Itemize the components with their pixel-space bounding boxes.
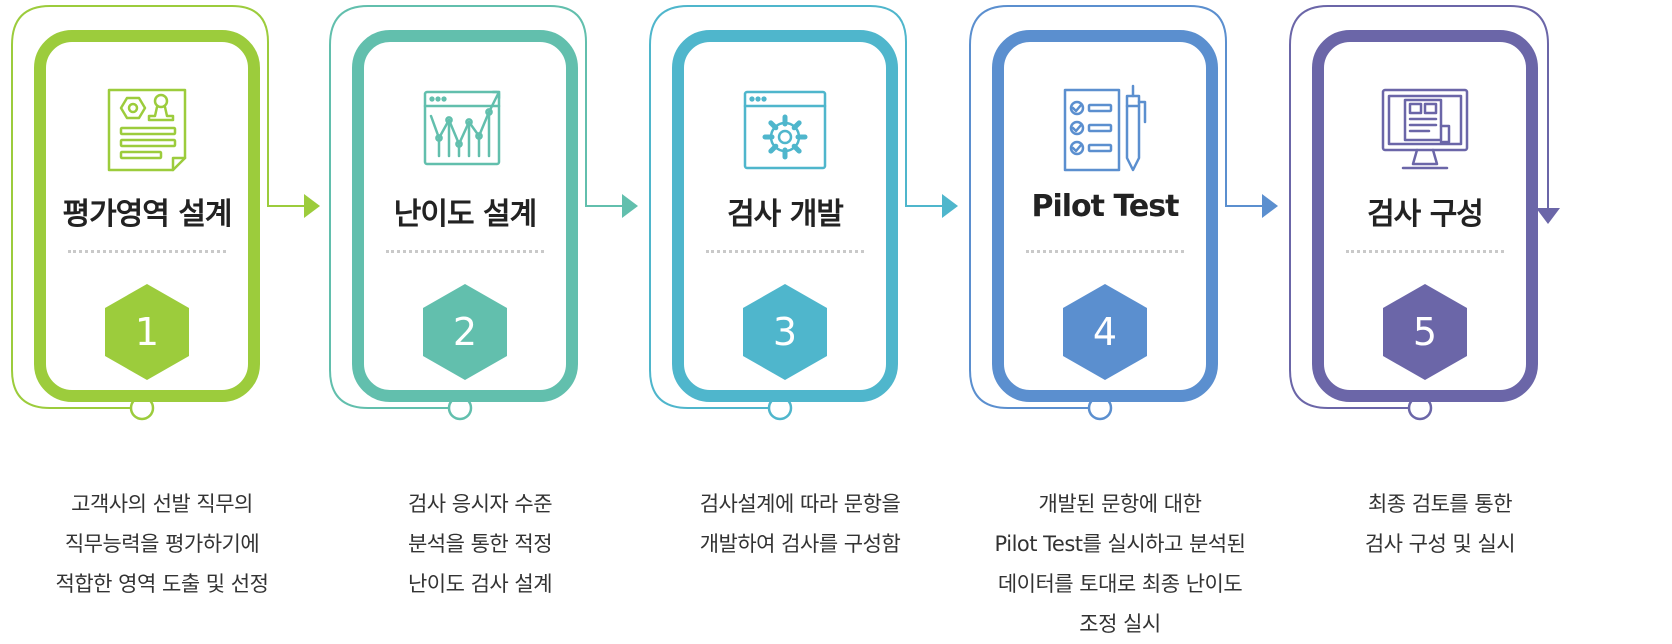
description-line: 분석을 통한 적정 [407,532,553,556]
step-card: 평가영역 설계 1 [34,30,260,402]
dotted-divider [68,250,226,253]
outer-frame-line [969,5,1266,409]
step-card: 검사 구성 5 [1312,30,1538,402]
step-number: 3 [773,310,797,354]
dotted-divider [706,250,864,253]
step-number-hexagon: 5 [1383,284,1467,380]
step-frame [969,5,1278,421]
outer-frame-line [329,5,626,409]
description-line: 검사설계에 따라 문항을 [699,492,901,516]
process-step-4: Pilot Test 4 개발된 문항에 대한 Pilot Test를 실시하고 분석… [969,0,1310,636]
step-frame [11,5,320,421]
gear-window-icon [737,82,833,178]
description-line: 최종 검토를 통한 [1367,492,1513,516]
step-title: 난이도 설계 [393,197,537,232]
step-card: 검사 개발 3 [672,30,898,402]
arrow-right-icon [1262,194,1278,218]
description-line: 조정 실시 [1079,612,1161,636]
description-line: 직무능력을 평가하기에 [64,532,260,556]
step-number-hexagon: 3 [743,284,827,380]
description-line: 데이터를 토대로 최종 난이도 [997,572,1243,596]
outer-frame-line [11,5,308,409]
step-number-hexagon: 1 [105,284,189,380]
step-number: 4 [1093,310,1117,354]
step-card: 난이도 설계 2 [352,30,578,402]
step-number: 2 [453,310,477,354]
description-line: 적합한 영역 도출 및 선정 [55,572,269,596]
description-line: 개발된 문항에 대한 [1038,492,1202,516]
outer-frame-line [649,5,946,409]
dotted-divider [1026,250,1184,253]
description-line: 개발하여 검사를 구성함 [699,532,901,556]
step-number-hexagon: 4 [1063,284,1147,380]
step-number: 5 [1413,310,1437,354]
description-line: 검사 응시자 수준 [407,492,553,516]
chart-window-icon [417,82,513,178]
description-line: 검사 구성 및 실시 [1364,532,1516,556]
step-frame [649,5,958,421]
step-card: Pilot Test 4 [992,30,1218,402]
arrow-right-icon [304,194,320,218]
monitor-document-icon [1377,82,1473,178]
arrow-down-icon [1536,208,1560,224]
certificate-stamp-icon [99,82,195,178]
dotted-divider [386,250,544,253]
step-title: 평가영역 설계 [62,197,232,232]
step-number-hexagon: 2 [423,284,507,380]
checklist-pen-icon [1057,82,1153,178]
step-number: 1 [135,310,159,354]
arrow-right-icon [622,194,638,218]
description-line: 고객사의 선발 직무의 [71,492,253,516]
outer-frame-line [1289,5,1549,409]
description-line: Pilot Test를 실시하고 분석된 [994,532,1246,556]
arrow-right-icon [942,194,958,218]
step-frame [1289,5,1560,421]
step-title: Pilot Test [1031,189,1180,224]
step-title: 검사 구성 [1367,197,1484,232]
description-line: 난이도 검사 설계 [407,572,553,596]
dotted-divider [1346,250,1504,253]
step-title: 검사 개발 [727,197,844,232]
